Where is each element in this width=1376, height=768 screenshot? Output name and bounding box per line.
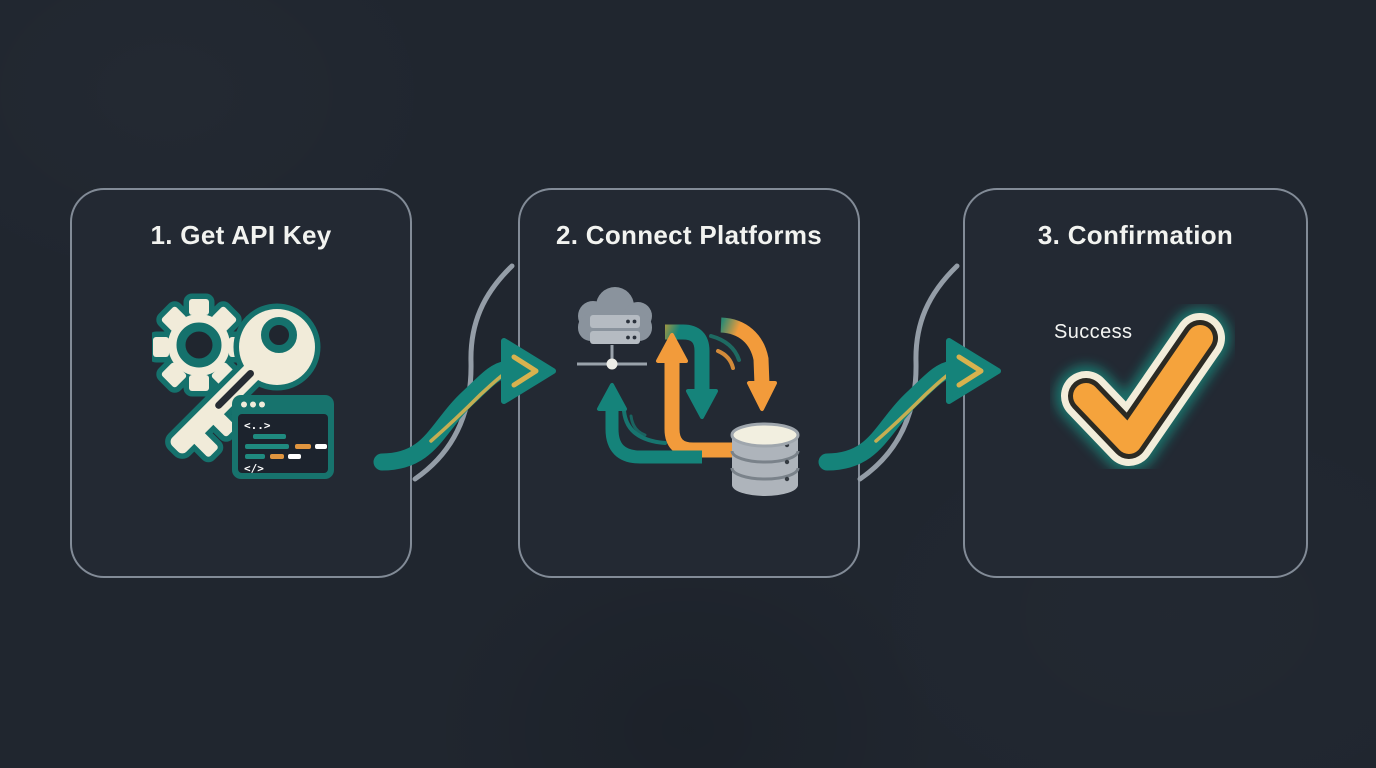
arrow-step1-to-step2: [373, 263, 556, 482]
success-label: Success: [1054, 321, 1133, 343]
database-icon: [730, 422, 800, 496]
step-3-title: 3. Confirmation: [1037, 220, 1234, 250]
step-card-confirmation: 3. Confirmation Success: [963, 188, 1308, 578]
key-icon: [165, 303, 321, 463]
sync-arrows-icon: [597, 317, 777, 464]
cloud-server-icon: [577, 287, 652, 370]
connect-platforms-illustration: [577, 287, 800, 496]
api-key-illustration: <..> </>: [152, 293, 334, 479]
step-card-get-api-key: 1. Get API Key: [70, 188, 412, 578]
arrow-step2-to-step3: [818, 263, 1001, 482]
step-2-title: 2. Connect Platforms: [555, 220, 823, 250]
step-1-title: 1. Get API Key: [150, 220, 332, 250]
code-open-tag: <..>: [244, 419, 271, 432]
code-close-tag: </>: [244, 462, 264, 475]
checkmark-icon: [1055, 307, 1231, 469]
code-window-icon: <..> </>: [232, 395, 334, 479]
